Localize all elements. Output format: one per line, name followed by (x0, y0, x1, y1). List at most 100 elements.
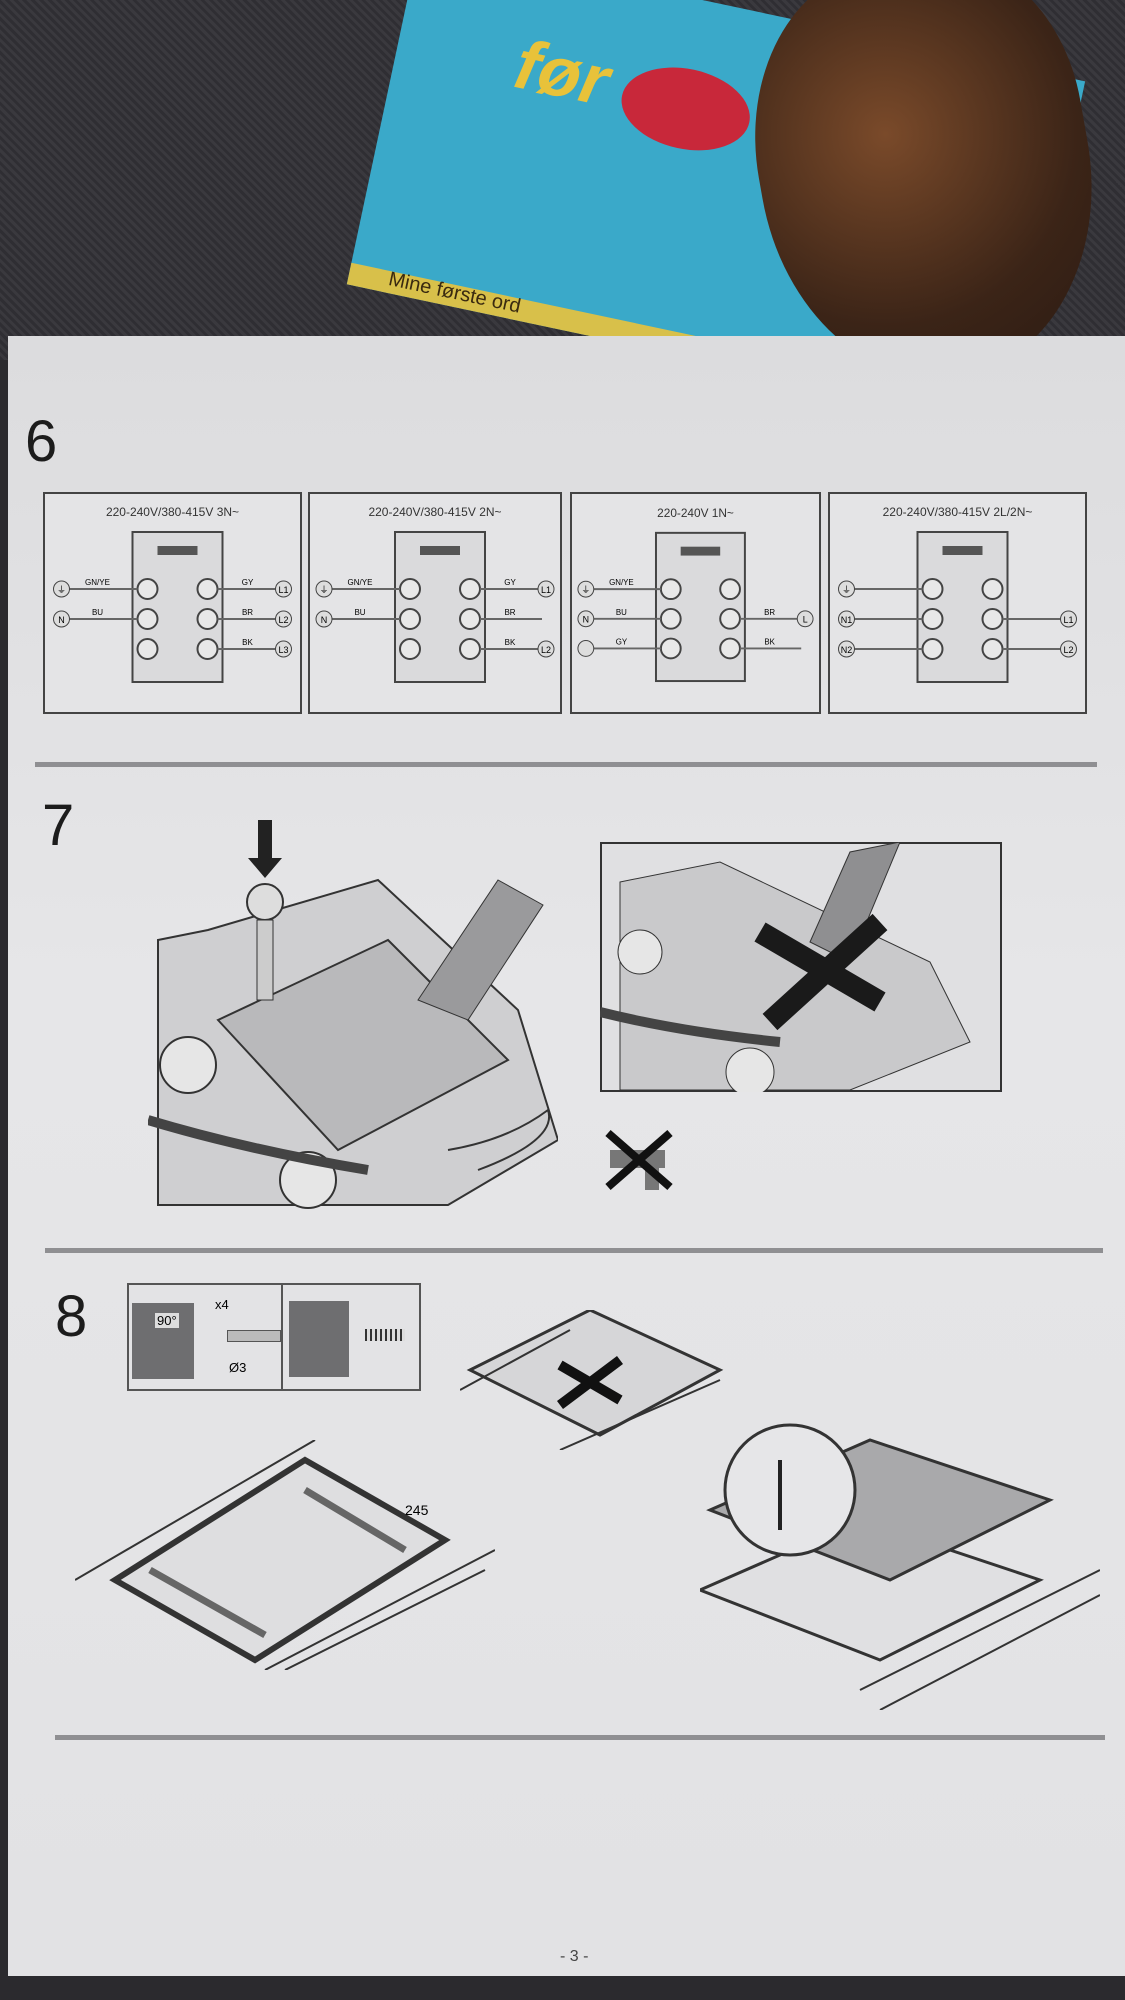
step-8-number: 8 (55, 1284, 88, 1349)
no-drill-cutout-illustration (460, 1310, 724, 1450)
connector-symbol (838, 580, 855, 598)
wire-color-label: BR (242, 608, 253, 617)
wire-color-label: BK (764, 637, 775, 646)
terminal-screw (981, 578, 1004, 600)
connector-label: ⏚ (581, 585, 590, 595)
terminal-screw (659, 637, 682, 660)
connector-symbol (275, 640, 292, 658)
connector-label: L3 (278, 645, 288, 655)
wire-color-label: BU (616, 608, 627, 617)
connector-label: N1 (841, 615, 853, 625)
wire-color-label: GN/YE (85, 578, 110, 587)
wire-color-label: GN/YE (348, 578, 373, 587)
divider (35, 762, 1097, 767)
terminal-screw (921, 608, 944, 630)
terminal-screw (921, 638, 944, 660)
wire-color-label: BR (764, 608, 775, 617)
divider (55, 1735, 1105, 1740)
connector-symbol (1060, 640, 1077, 658)
voltage-label: 220-240V/380-415V 2L/2N~ (883, 505, 1033, 519)
terminal-screw (196, 638, 219, 660)
terminal-screw (719, 607, 741, 630)
connector-symbol (796, 610, 814, 628)
terminal-screw (196, 608, 219, 630)
connector-symbol (577, 640, 595, 657)
drill-bit-icon (227, 1330, 281, 1342)
bridge (942, 546, 983, 555)
connector-label: N (321, 615, 328, 625)
wiring-diagram: 220-240V 1N~ ⏚ GN/YE N BU GY L BR BK (570, 492, 821, 714)
connector-label: N (583, 615, 589, 625)
wire-color-label: GN/YE (609, 578, 634, 587)
wire-color-label: GY (242, 578, 254, 587)
step-6-number: 6 (25, 409, 58, 474)
book-title: før (508, 24, 616, 121)
wire-color-label: BR (504, 608, 515, 617)
terminal-screw (459, 578, 481, 600)
book-red-shape (613, 56, 758, 162)
connector-label: L2 (541, 645, 551, 655)
connector-symbol (838, 640, 855, 658)
wiring-diagram: 220-240V/380-415V 3N~ ⏚ GN/YE N BU L1 GY L2 BR L3… (43, 492, 302, 714)
terminal-screw (719, 578, 741, 601)
connector-label: L2 (1063, 645, 1073, 655)
wire-color-label: BK (242, 638, 253, 647)
wire-color-label: BU (354, 608, 365, 617)
cabinet-corner-drilled (289, 1301, 349, 1377)
voltage-label: 220-240V 1N~ (657, 506, 734, 520)
terminal-screw (719, 637, 741, 660)
drilling-detail-box: 90° x4 Ø3 (127, 1283, 421, 1391)
drill-diameter-label: Ø3 (229, 1360, 247, 1375)
step-7-number: 7 (42, 793, 75, 858)
connector-symbol (315, 610, 333, 628)
bridge (420, 546, 460, 555)
terminal-screw (136, 608, 159, 630)
box-divider (281, 1285, 283, 1389)
terminal-screw (196, 578, 219, 600)
wire-color-label: GY (504, 578, 516, 587)
connector-label: N2 (841, 645, 853, 655)
connector-label: ⏚ (842, 585, 851, 595)
connector-label: N (58, 615, 65, 625)
wire-color-label: BU (92, 608, 103, 617)
connector-symbol (1060, 610, 1077, 628)
hob-installation-illustration (700, 1423, 1100, 1710)
screw-icon (365, 1329, 405, 1341)
terminal-screw (659, 607, 682, 630)
connector-symbol (577, 580, 595, 598)
connector-symbol (838, 610, 855, 628)
connector-symbol (577, 610, 595, 628)
connector-symbol (275, 610, 292, 628)
terminal-screw (399, 638, 421, 660)
wire-color-label: BK (505, 638, 516, 647)
connector-label: L1 (541, 585, 551, 595)
connector-label: ⏚ (57, 585, 66, 595)
page-number: - 3 - (560, 1948, 589, 1965)
connector-symbol (537, 640, 555, 658)
connector-symbol (53, 580, 70, 598)
cutout-with-brackets-illustration: 245 (75, 1440, 495, 1670)
incorrect-method-illustration (600, 842, 1002, 1092)
bridge (680, 546, 721, 556)
connector-label: L (803, 615, 808, 625)
quantity-label: x4 (215, 1297, 229, 1312)
terminal-screw (981, 608, 1004, 630)
bridge (157, 546, 198, 555)
angle-label: 90° (155, 1313, 179, 1328)
terminal-screw (399, 608, 421, 630)
terminal-screw (459, 608, 481, 630)
wire-color-label: GY (616, 637, 628, 646)
connector-label: L2 (278, 615, 288, 625)
connector-symbol (537, 580, 555, 598)
terminal-screw (136, 638, 159, 660)
terminal-screw (921, 578, 944, 600)
no-power-drill-icon (605, 1129, 673, 1191)
terminal-screw (459, 638, 481, 660)
connector-label: L1 (278, 585, 288, 595)
terminal-screw (981, 638, 1004, 660)
connector-label: L1 (1063, 615, 1073, 625)
terminal-screw (659, 578, 682, 601)
terminal-screw (136, 578, 159, 600)
voltage-label: 220-240V/380-415V 3N~ (106, 505, 239, 519)
